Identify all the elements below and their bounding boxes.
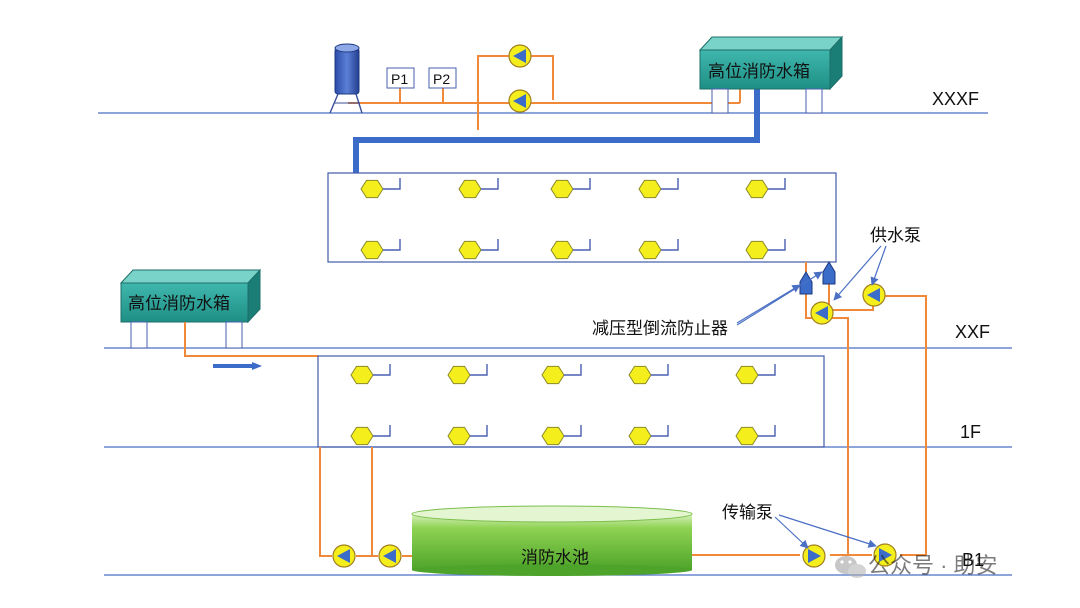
backflow-preventer-label: 减压型倒流防止器 (592, 319, 728, 338)
fire-hydrant-icon (541, 425, 582, 446)
gauge-p1: P1 (386, 67, 415, 89)
upper-tank-label: 高位消防水箱 (708, 62, 810, 81)
pump-icon (508, 89, 532, 113)
fire-hydrant-icon (638, 178, 679, 199)
lower-tank-label: 高位消防水箱 (128, 294, 230, 313)
transfer-pump-label: 传输泵 (722, 503, 773, 522)
fire-hydrant-icon (350, 425, 391, 446)
fire-hydrant-icon (550, 178, 591, 199)
gauge-p1-label: P1 (391, 71, 408, 87)
lower-roof-tank: 高位消防水箱 (119, 268, 262, 349)
fire-hydrant-icon (628, 364, 669, 385)
fire-hydrant-icon (458, 178, 499, 199)
fire-hydrant-icon (735, 425, 776, 446)
pump-icon (508, 44, 532, 68)
lower-zone-box (317, 355, 825, 448)
pump-icon (873, 543, 897, 567)
gauge-p2: P2 (428, 67, 457, 89)
fire-hydrant-icon (350, 364, 391, 385)
gauge-p2-label: P2 (433, 71, 450, 87)
lower-tank-outlet-pipe (184, 322, 318, 357)
pump-icon (802, 544, 826, 568)
supply-pump-label: 供水泵 (870, 226, 921, 245)
watermark-text: 公众号 · 助安 (868, 553, 998, 578)
fire-hydrant-icon (628, 425, 669, 446)
pump-icon (378, 544, 402, 568)
watermark: 公众号 · 助安 (835, 553, 998, 578)
upper-zone-box (327, 172, 837, 263)
pressure-tank (329, 43, 363, 114)
main-riser-pipe (353, 86, 760, 173)
floor-label-xxf: XXF (955, 322, 990, 342)
fire-hydrant-icon (745, 178, 786, 199)
pump-group (332, 44, 897, 568)
upper-roof-tank: 高位消防水箱 (698, 35, 844, 114)
fire-hydrant-icon (745, 239, 786, 260)
fire-hydrant-icon (735, 364, 776, 385)
fire-water-pool: 消防水池 (411, 505, 693, 576)
fire-hydrant-icon (360, 239, 401, 260)
fire-hydrant-icon (550, 239, 591, 260)
fire-hydrant-icon (360, 178, 401, 199)
floor-label-b1: B1 (962, 550, 984, 570)
fire-hydrant-icon (447, 425, 488, 446)
pool-label: 消防水池 (521, 548, 589, 567)
floor-label-1f: 1F (960, 422, 981, 442)
floor-label-xxxf: XXXF (932, 89, 979, 109)
backflow-preventer-1 (799, 271, 813, 295)
hydrant-group (350, 178, 786, 446)
backflow-preventer-2 (822, 261, 836, 285)
fire-hydrant-icon (541, 364, 582, 385)
fire-hydrant-icon (447, 364, 488, 385)
top-pipes (348, 55, 741, 130)
pump-icon (810, 301, 834, 325)
pump-icon (332, 544, 356, 568)
flow-direction-arrow (213, 362, 262, 370)
fire-hydrant-icon (638, 239, 679, 260)
wechat-icon (835, 556, 866, 578)
pump-icon (862, 283, 886, 307)
fire-hydrant-icon (458, 239, 499, 260)
callout-lines (736, 245, 887, 549)
